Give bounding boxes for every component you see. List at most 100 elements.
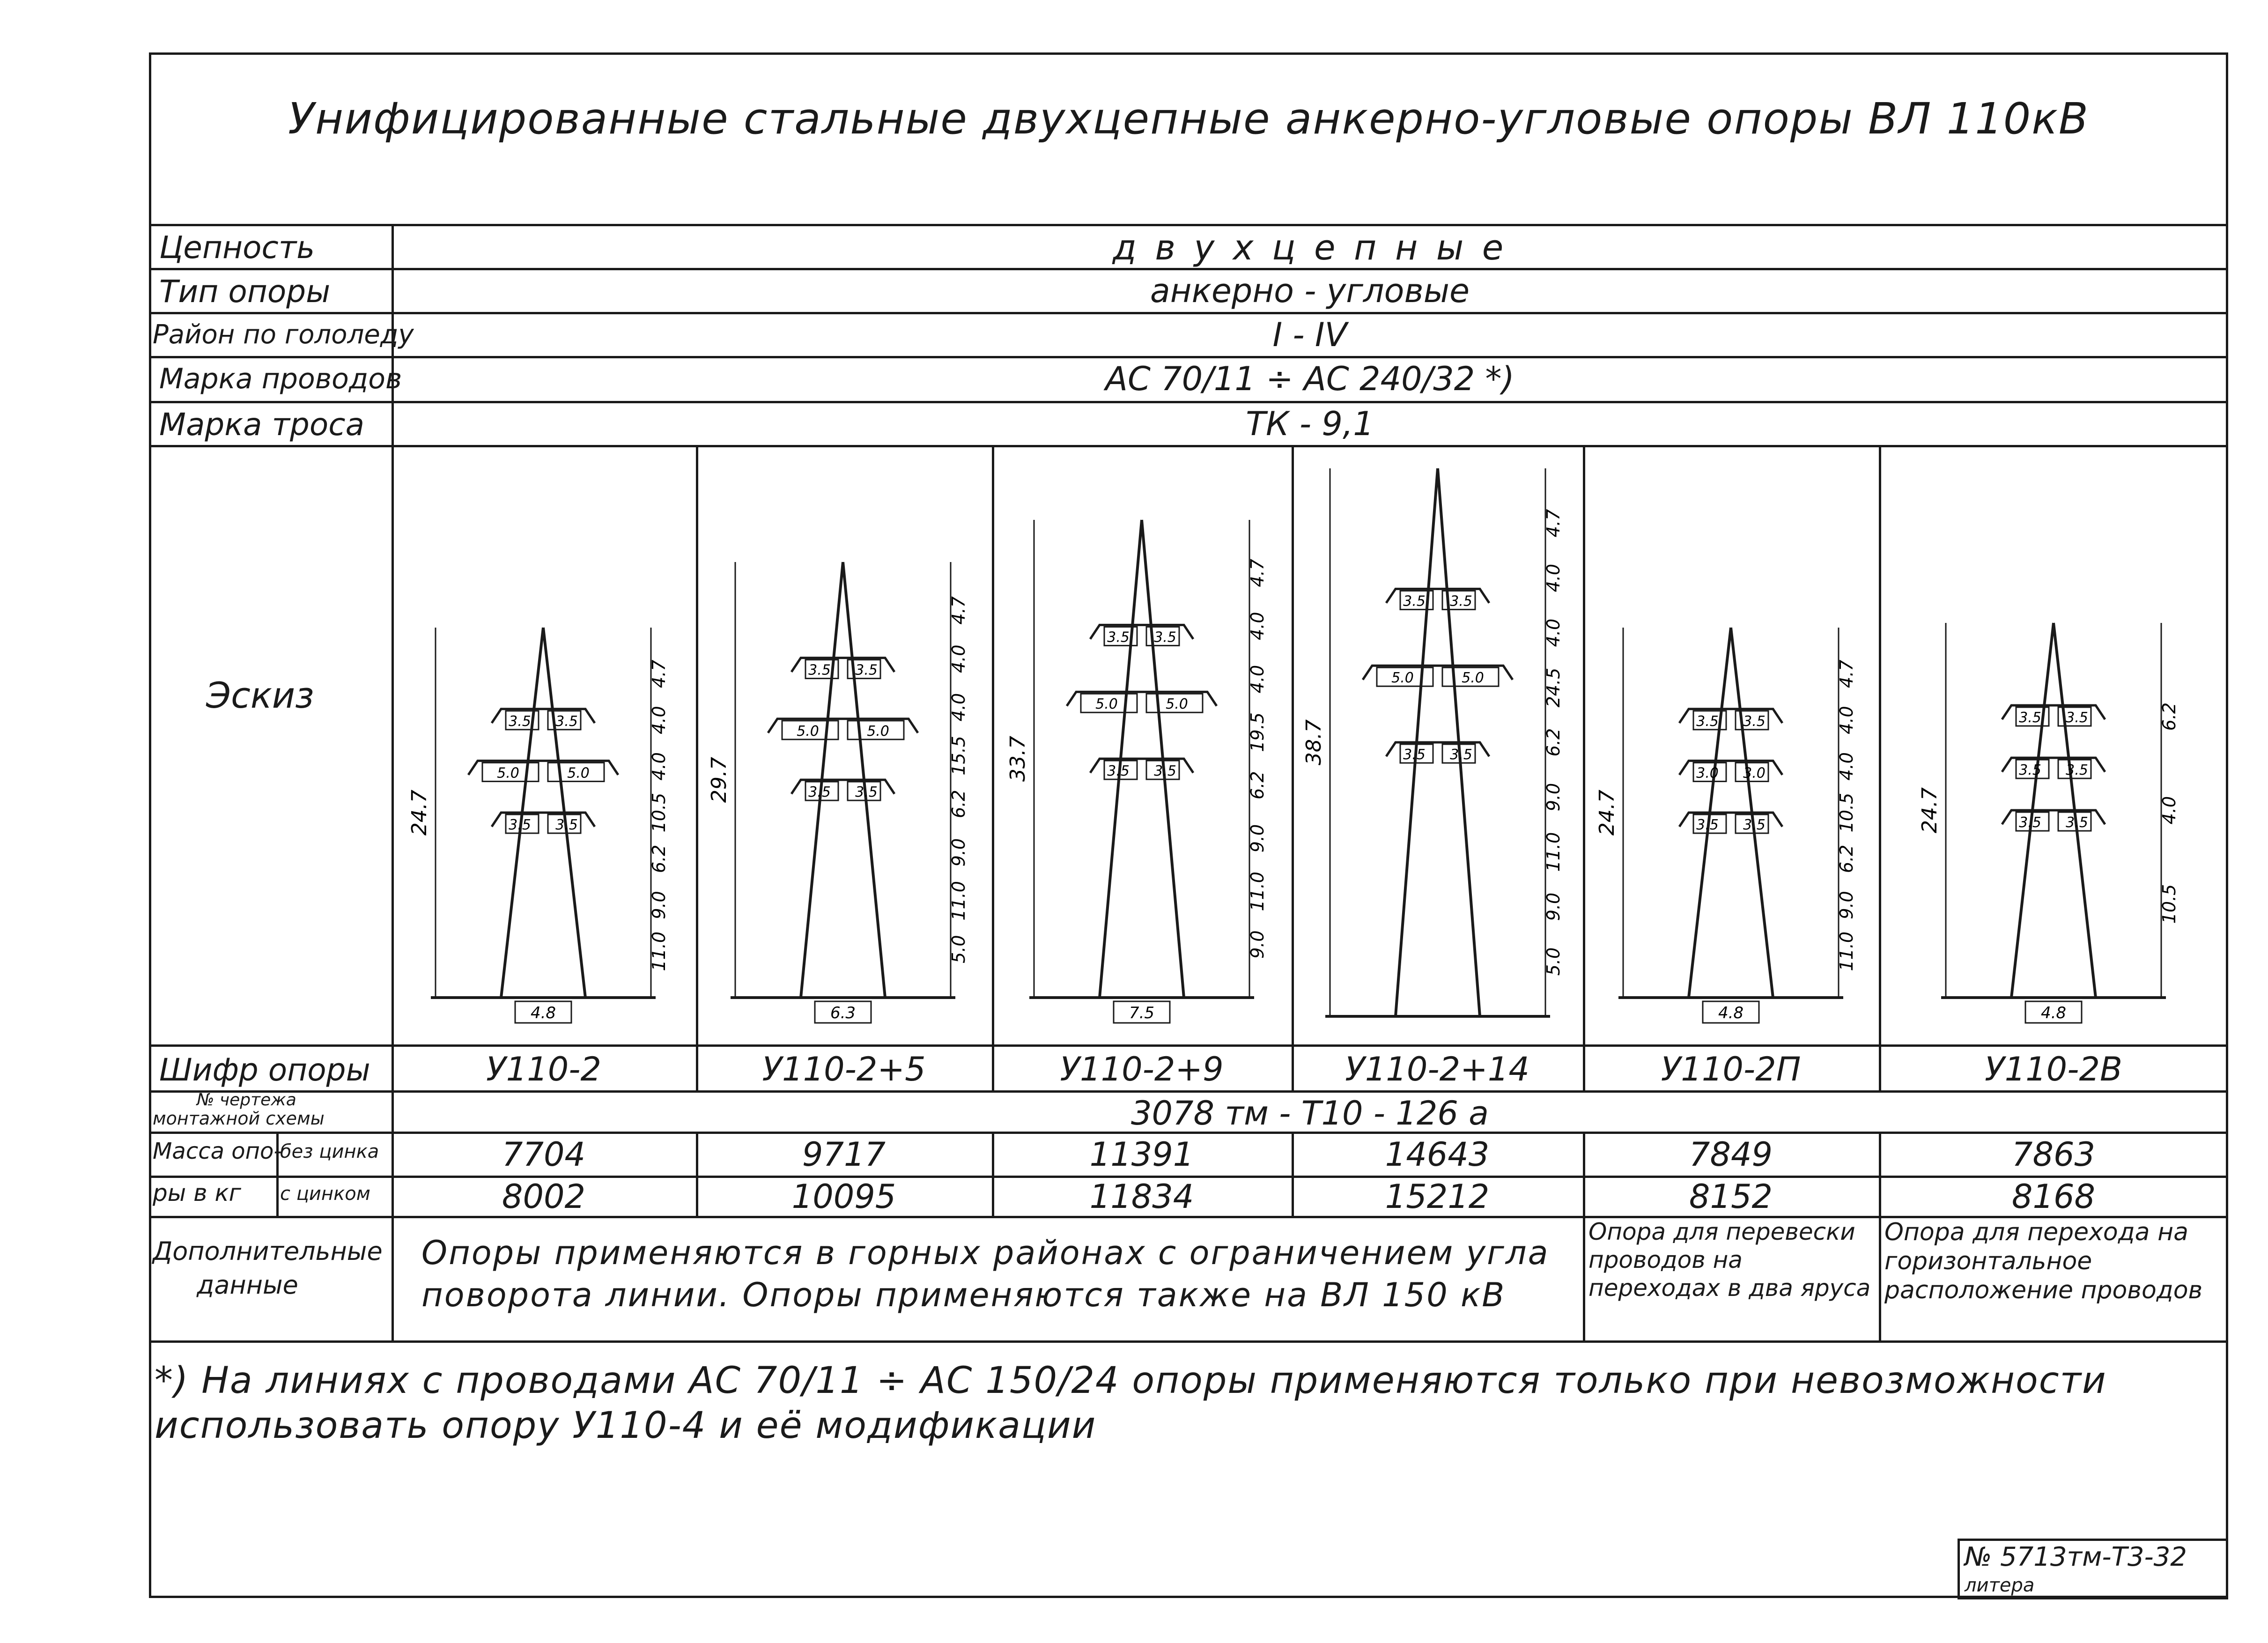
cipher-1: У110-2 xyxy=(486,1050,602,1088)
crossarm xyxy=(1678,708,1784,724)
crossarm-box xyxy=(2057,759,2092,779)
crossarm-width-label: 5.0 xyxy=(567,765,590,781)
crossarm-width-label: 3.0 xyxy=(1696,765,1719,781)
value-drawing-number: 3078 тм - Т10 - 126 а xyxy=(1130,1094,1489,1132)
crossarm-width-label: 3.5 xyxy=(1696,817,1719,833)
crossarm-width-label: 3.5 xyxy=(855,662,878,679)
mass-no-zinc-5: 7849 xyxy=(1689,1135,1773,1174)
crossarm-width-label: 3.5 xyxy=(1696,713,1719,730)
mass-zinc-1: 8002 xyxy=(502,1177,586,1216)
crossarm-box xyxy=(1441,590,1476,610)
base-width-label: 4.8 xyxy=(531,1004,556,1022)
crossarm-width-label: 3.5 xyxy=(1107,629,1130,645)
column-divider xyxy=(1879,445,1881,1090)
crossarm-box xyxy=(1080,693,1138,713)
tower-height-label: 38.7 xyxy=(1302,719,1326,765)
table-bottom-rule xyxy=(149,1340,2228,1343)
segment-dimension-label: 11.0 xyxy=(649,932,669,971)
crossarm xyxy=(1385,741,1491,757)
crossarm-box xyxy=(547,710,582,731)
label-tower-type: Тип опоры xyxy=(159,274,331,310)
column-divider xyxy=(1583,1132,1585,1340)
label-drawing-1: № чертежа xyxy=(197,1090,296,1110)
mass-no-zinc-4: 14643 xyxy=(1385,1135,1490,1174)
label-no-zinc: без цинка xyxy=(280,1141,379,1162)
crossarm-box xyxy=(1376,666,1434,687)
crossarm-box xyxy=(2015,706,2050,727)
segment-dimension-label: 4.0 xyxy=(1836,706,1857,734)
crossarm-width-label: 5.0 xyxy=(1462,670,1484,686)
segment-dimension-label: 11.0 xyxy=(1836,932,1857,971)
segment-dimension-label: 9.0 xyxy=(1247,930,1268,958)
crossarm-width-label: 3.5 xyxy=(1450,747,1472,763)
crossarm-width-label: 3.5 xyxy=(855,784,878,800)
crossarm-width-label: 3.5 xyxy=(509,817,531,833)
crossarm-box xyxy=(1735,710,1769,731)
base-width-label: 4.8 xyxy=(1718,1004,1743,1022)
crossarm xyxy=(1089,757,1195,774)
crossarm xyxy=(490,811,596,828)
column-divider xyxy=(992,1132,994,1216)
crossarm-width-label: 3.5 xyxy=(1743,713,1766,730)
segment-dimension-label: 9.0 xyxy=(948,838,969,866)
crossarm-width-label: 3.5 xyxy=(2066,762,2088,778)
segment-dimension-label: 10.5 xyxy=(649,793,669,833)
value-cable-brand: ТК - 9,1 xyxy=(1246,405,1374,443)
crossarm-width-label: 3.5 xyxy=(2019,710,2041,726)
label-cipher: Шифр опоры xyxy=(159,1052,370,1088)
stamp-sub: литера xyxy=(1965,1575,2035,1596)
crossarm-box xyxy=(1145,760,1180,780)
base-width-label: 6.3 xyxy=(830,1004,856,1022)
value-circuits: д в у х ц е п н ы е xyxy=(1112,228,1507,268)
column-divider xyxy=(1292,1132,1294,1216)
base-width-box xyxy=(814,1000,872,1024)
column-divider xyxy=(1583,445,1585,1090)
segment-dimension-label: 4.0 xyxy=(1836,752,1857,780)
crossarm xyxy=(1089,623,1195,640)
row-rule xyxy=(149,1216,2228,1218)
label-drawing-2: монтажной схемы xyxy=(153,1108,325,1129)
label-wire-brand: Марка проводов xyxy=(159,363,402,395)
segment-dimension-label: 9.0 xyxy=(1247,824,1268,852)
crossarm-box xyxy=(2015,759,2050,779)
label-mass-2: ры в кг xyxy=(153,1179,241,1206)
crossarm-box xyxy=(805,781,839,801)
row-rule xyxy=(149,1090,2228,1093)
segment-dimension-label: 10.5 xyxy=(2159,884,2179,924)
crossarm-width-label: 3.5 xyxy=(1403,593,1426,609)
crossarm-box xyxy=(1692,710,1727,731)
crossarm-width-label: 3.5 xyxy=(555,817,578,833)
crossarm-box xyxy=(547,814,582,834)
crossarm-width-label: 3.5 xyxy=(509,713,531,730)
crossarm-box xyxy=(1399,743,1434,764)
segment-dimension-label: 6.2 xyxy=(2159,703,2179,731)
additional-v-note: Опора для перехода на горизонтальное рас… xyxy=(1884,1218,2203,1304)
segment-dimension-label: 5.0 xyxy=(948,935,969,963)
cipher-3: У110-2+9 xyxy=(1060,1050,1224,1088)
column-divider xyxy=(696,1132,698,1216)
segment-dimension-label: 4.0 xyxy=(1543,619,1564,647)
mass-no-zinc-3: 11391 xyxy=(1089,1135,1194,1174)
crossarm-box xyxy=(1735,814,1769,834)
crossarm xyxy=(2001,809,2106,825)
label-zinc: с цинком xyxy=(280,1183,370,1205)
crossarm-box xyxy=(1735,762,1769,782)
segment-dimension-label: 6.2 xyxy=(948,790,969,818)
tower-height-label: 24.7 xyxy=(407,790,431,836)
base-width-box xyxy=(514,1000,572,1024)
base-width-box xyxy=(2024,1000,2083,1024)
row-rule xyxy=(149,356,2228,358)
segment-dimension-label: 4.7 xyxy=(1543,509,1564,537)
crossarm xyxy=(2001,704,2106,720)
segment-dimension-label: 4.0 xyxy=(2159,796,2179,824)
crossarm-box xyxy=(1441,743,1476,764)
crossarm xyxy=(1065,690,1218,707)
crossarm-width-label: 3.5 xyxy=(555,713,578,730)
segment-dimension-label: 19.5 xyxy=(1247,712,1268,752)
mass-no-zinc-2: 9717 xyxy=(802,1135,886,1174)
segment-dimension-label: 4.0 xyxy=(649,752,669,780)
cipher-5: У110-2П xyxy=(1661,1050,1801,1088)
crossarm-box xyxy=(1692,762,1727,782)
